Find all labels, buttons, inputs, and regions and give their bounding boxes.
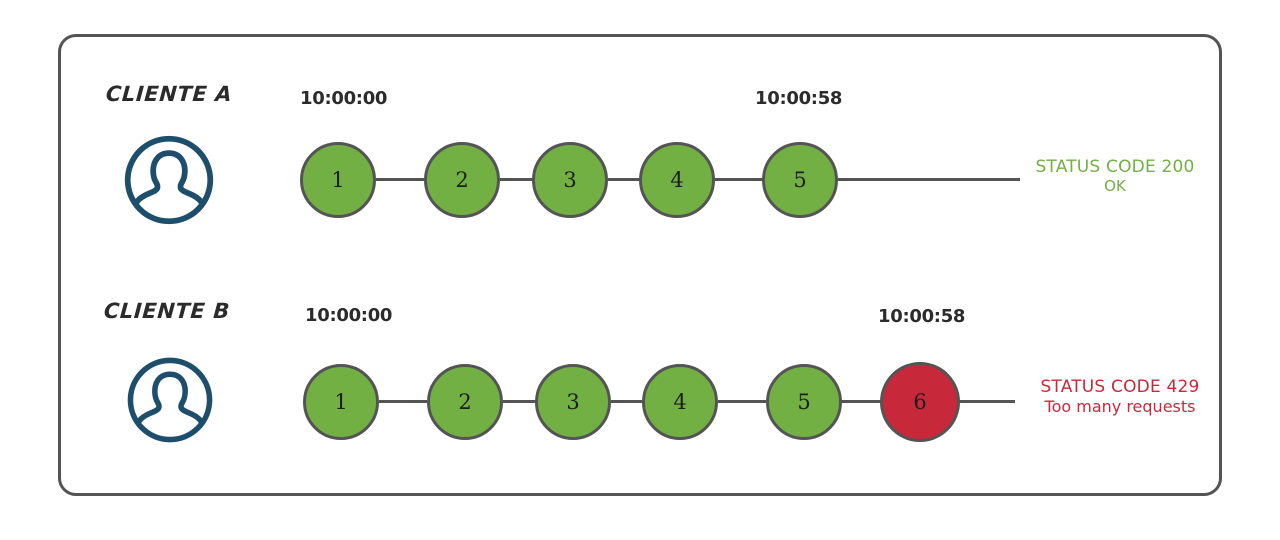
timestamp-start-b: 10:00:00 [305,305,393,326]
request-node[interactable]: 1 [303,364,379,440]
connector-b-3 [611,400,643,403]
request-node[interactable]: 1 [300,142,376,218]
status-badge-a: STATUS CODE 200 OK [1020,157,1210,195]
user-avatar-icon [127,357,213,443]
timestamp-end-b: 10:00:58 [878,306,966,327]
user-avatar-icon-b [124,354,216,446]
user-avatar-icon-a [121,132,217,228]
connector-a-2 [500,178,533,181]
request-node[interactable]: 5 [766,364,842,440]
request-node-rejected[interactable]: 6 [880,362,960,442]
request-node[interactable]: 4 [639,142,715,218]
status-message-b: Too many requests [1044,396,1196,416]
request-node[interactable]: 3 [535,364,611,440]
timestamp-end-a: 10:00:58 [755,88,843,109]
client-label-a: CLIENTE A [105,82,234,106]
user-avatar-icon [124,135,214,225]
status-badge-b: STATUS CODE 429 Too many requests [1020,377,1220,416]
request-node[interactable]: 5 [762,142,838,218]
connector-b-tail [955,400,1015,403]
connector-a-3 [608,178,640,181]
timestamp-start-a: 10:00:00 [300,88,388,109]
request-node[interactable]: 2 [427,364,503,440]
connector-a-4 [715,178,763,181]
connector-b-5 [841,400,883,403]
status-code-b: STATUS CODE 429 [1040,377,1200,397]
diagram-frame [58,34,1222,496]
request-node[interactable]: 4 [642,364,718,440]
connector-a-1 [376,178,426,181]
connector-a-tail [838,178,1020,181]
status-message-a: OK [1104,176,1126,195]
connector-b-1 [379,400,427,403]
request-node[interactable]: 3 [532,142,608,218]
client-label-b: CLIENTE B [103,299,231,323]
request-node[interactable]: 2 [424,142,500,218]
status-code-a: STATUS CODE 200 [1035,157,1195,177]
connector-b-4 [718,400,766,403]
connector-b-2 [503,400,536,403]
